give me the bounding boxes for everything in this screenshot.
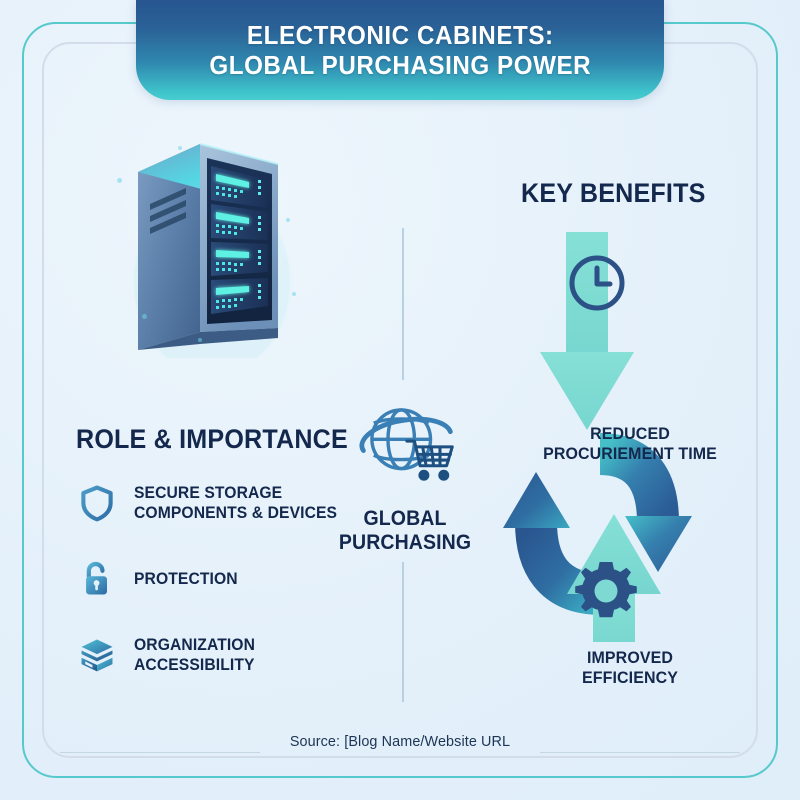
sparkle-dot: [178, 146, 182, 150]
key-benefits-heading: KEY BENEFITS: [521, 178, 706, 208]
list-item-label: ORGANIZATION ACCESSIBILITY: [134, 635, 256, 674]
benefit-caption-improved-efficiency: IMPROVED EFFICIENCY: [582, 648, 678, 688]
page-title: ELECTRONIC CABINETS: GLOBAL PURCHASING P…: [209, 20, 591, 80]
benefit-caption-reduced-time: REDUCED PROCURIEMENT TIME: [543, 424, 717, 464]
layers-icon: [74, 632, 120, 678]
vertical-divider-top: [402, 228, 404, 380]
lock-icon: [74, 556, 120, 602]
shield-icon: [74, 480, 120, 526]
curved-arrow-down-right: [598, 433, 692, 572]
sparkle-dot: [286, 218, 290, 222]
globe-cart-icon: [345, 408, 465, 500]
list-item: SECURE STORAGE COMPONENTS & DEVICES: [74, 480, 374, 526]
server-cabinet-icon: [112, 132, 302, 374]
benefits-arrow-diagram: [480, 222, 780, 652]
down-arrow-shape: [540, 232, 634, 430]
role-importance-heading: ROLE & IMPORTANCE: [76, 424, 348, 454]
global-purchasing-block: GLOBAL PURCHASING: [330, 392, 480, 554]
gear-icon: [573, 558, 639, 624]
sparkle-dot: [117, 178, 122, 183]
footer-rule-right: [540, 752, 740, 753]
header-banner: ELECTRONIC CABINETS: GLOBAL PURCHASING P…: [136, 0, 664, 100]
list-item: ORGANIZATION ACCESSIBILITY: [74, 632, 374, 678]
list-item-label: PROTECTION: [134, 569, 238, 588]
list-item: PROTECTION: [74, 556, 374, 602]
sparkle-dot: [292, 292, 296, 296]
vertical-divider-bottom: [402, 562, 404, 702]
role-importance-list: SECURE STORAGE COMPONENTS & DEVICES PROT…: [74, 480, 374, 708]
clock-icon: [566, 252, 628, 314]
page-title-line2: GLOBAL PURCHASING POWER: [209, 50, 591, 80]
sparkle-dot: [142, 314, 147, 319]
page-title-line1: ELECTRONIC CABINETS:: [246, 19, 554, 50]
global-purchasing-caption: GLOBAL PURCHASING: [338, 507, 472, 554]
list-item-label: SECURE STORAGE COMPONENTS & DEVICES: [134, 483, 338, 522]
footer-rule-left: [60, 752, 260, 753]
sparkle-dot: [198, 338, 202, 342]
source-text: Source: [Blog Name/Website URL: [289, 733, 511, 750]
